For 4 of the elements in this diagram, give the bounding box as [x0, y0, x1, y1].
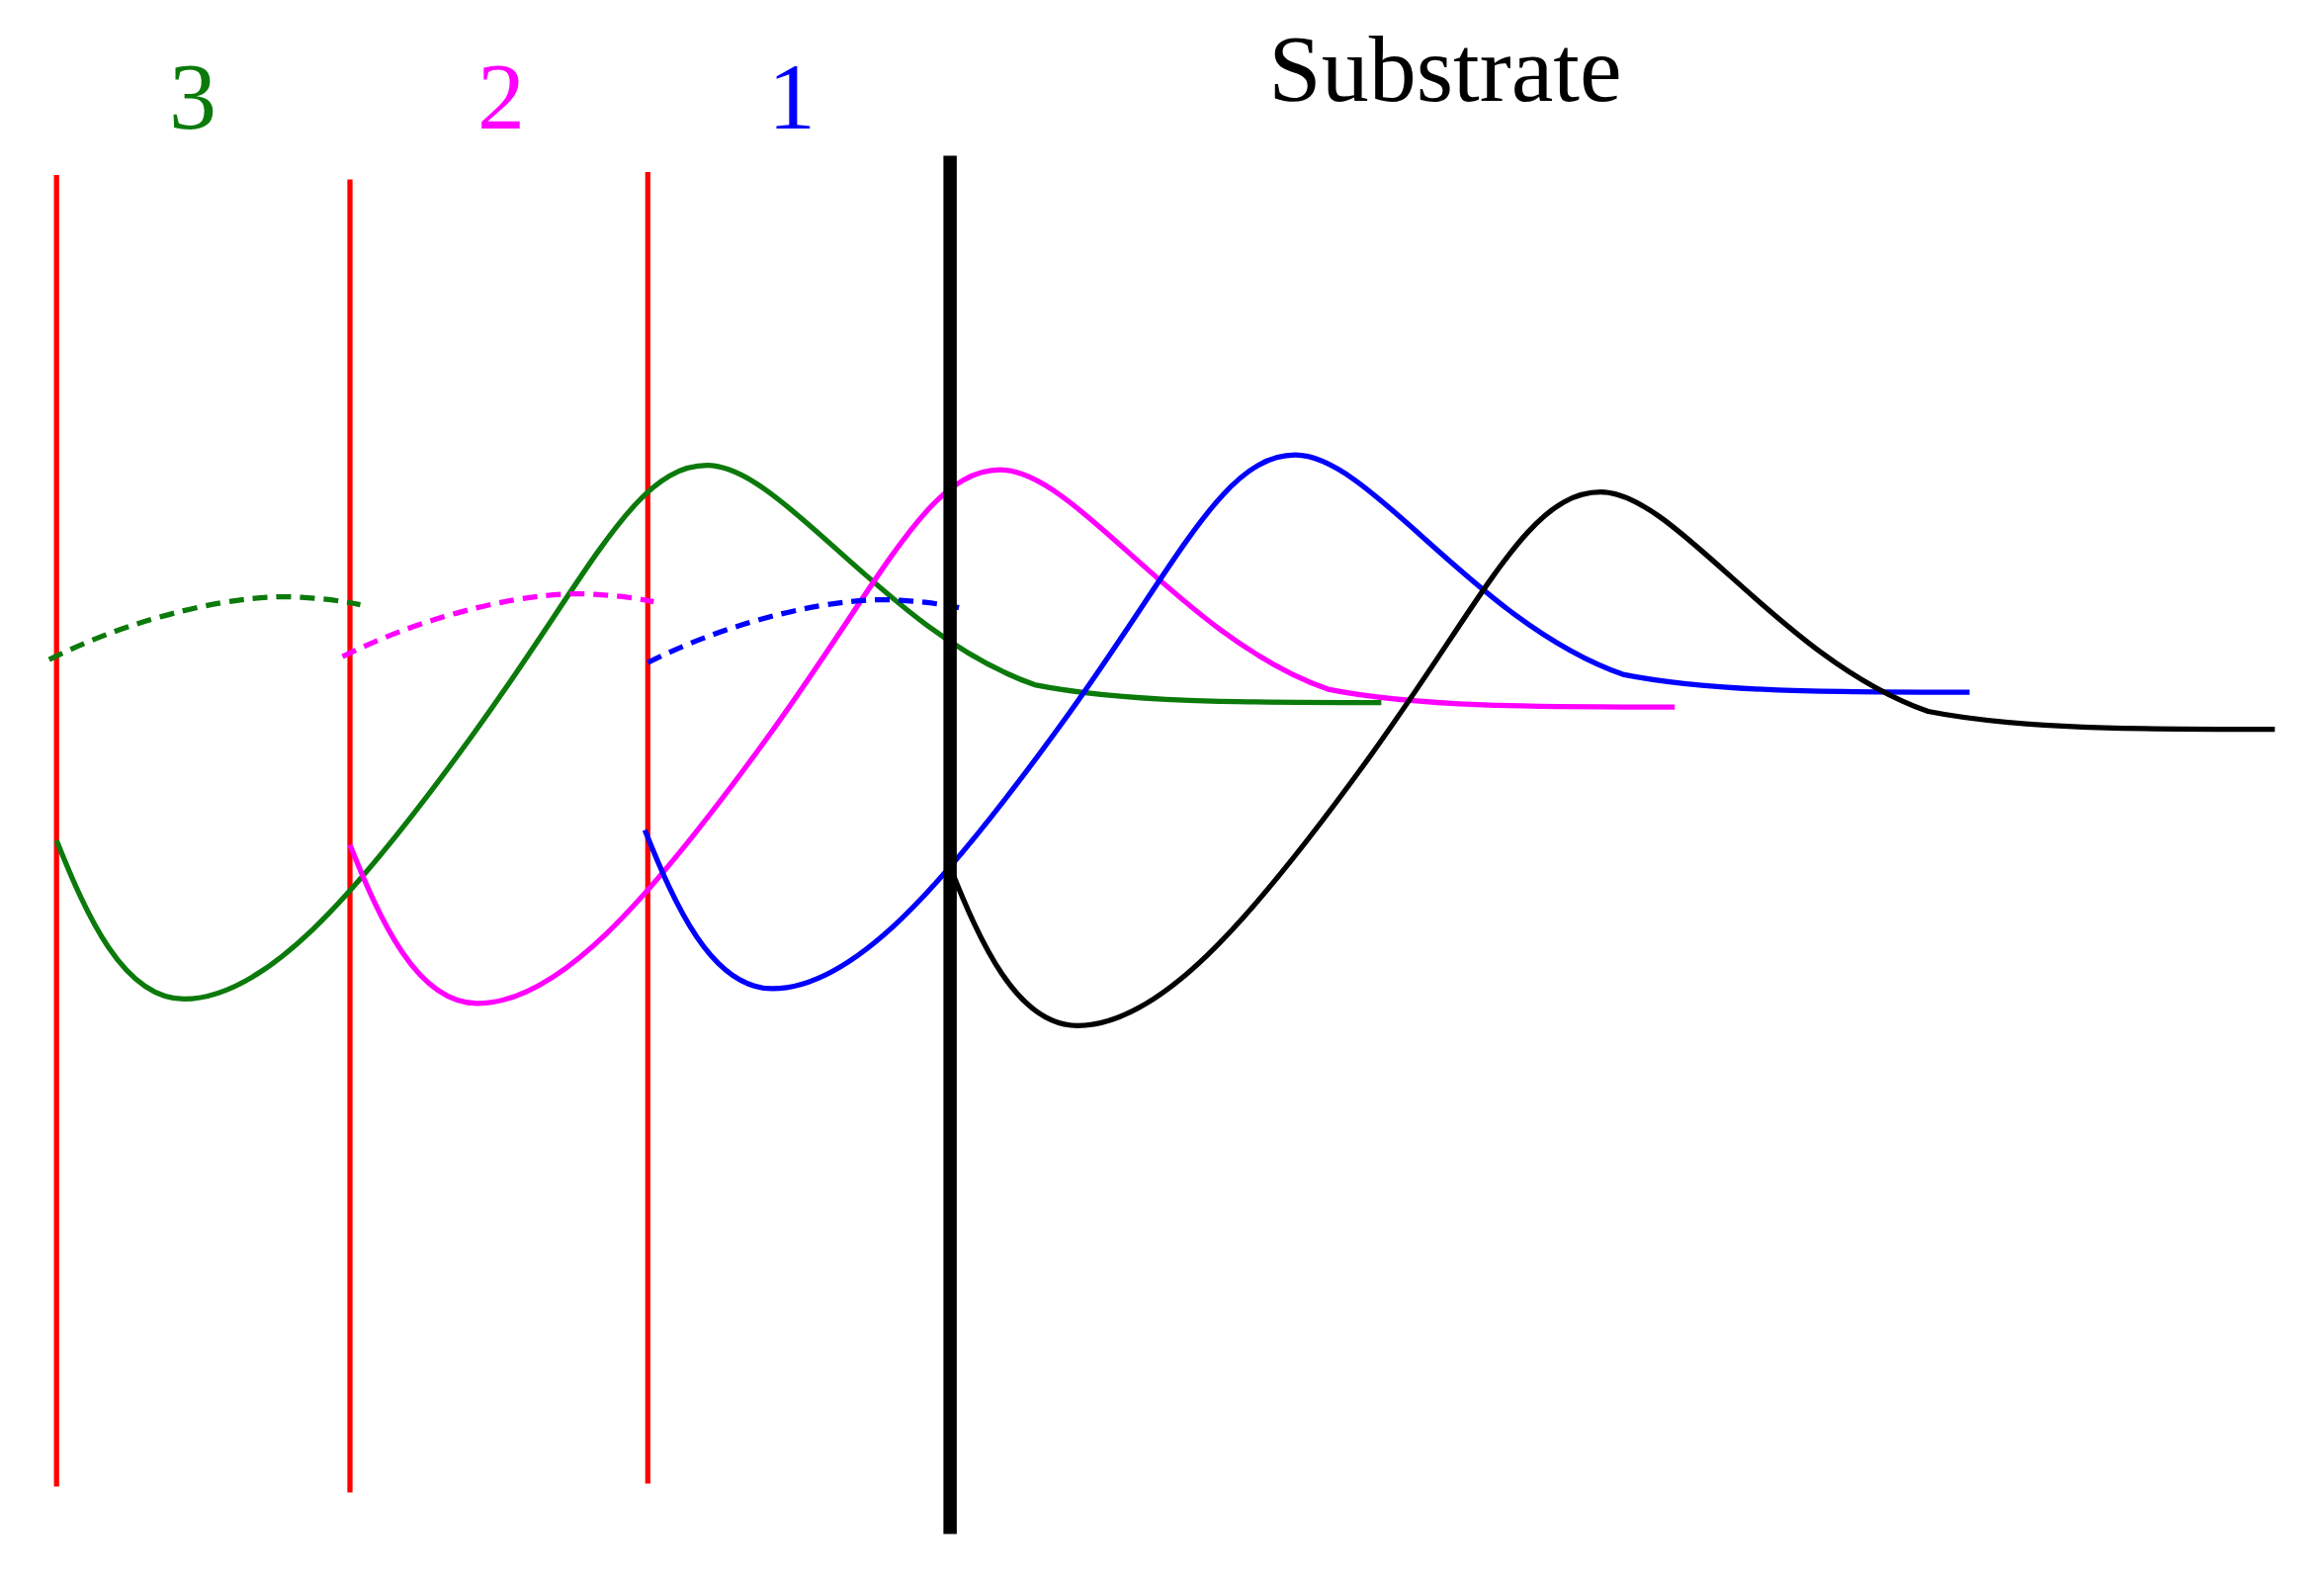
substrate-label: Substrate: [1268, 22, 1622, 117]
layer-number: 3: [169, 49, 216, 144]
layer-number: 1: [768, 49, 816, 144]
layer-number: 2: [477, 49, 525, 144]
